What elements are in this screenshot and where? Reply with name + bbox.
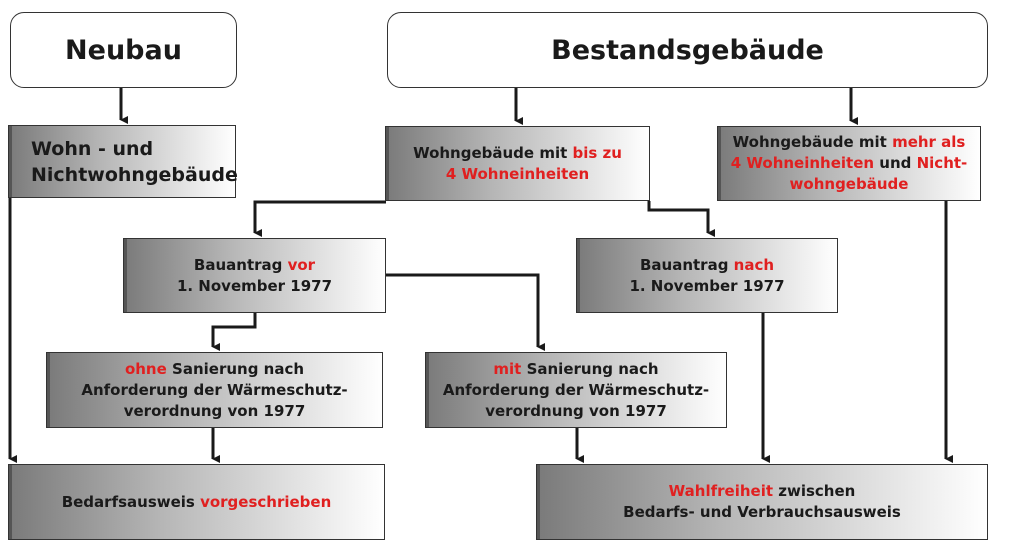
text: 1. November 1977 bbox=[176, 276, 333, 295]
highlight: 4 Wohneinheiten bbox=[445, 164, 590, 183]
arrow-vor-to-ohne bbox=[211, 313, 257, 351]
text: zwischen bbox=[773, 482, 856, 500]
text: Anforderung der Wärmeschutz- bbox=[442, 380, 710, 399]
text: Wohngebäude mit bbox=[732, 133, 893, 151]
box-mit-sanierung: mit Sanierung nach Anforderung der Wärme… bbox=[425, 352, 727, 428]
box-bedarfsausweis-vorgeschrieben: Bedarfsausweis vorgeschrieben bbox=[8, 464, 385, 540]
box-wohn-nichtwohngebaeude: Wohn - und Nichtwohngebäude bbox=[8, 125, 238, 198]
highlight: nach bbox=[733, 255, 775, 274]
highlight: Nicht- bbox=[916, 154, 968, 172]
highlight: vorgeschrieben bbox=[200, 492, 332, 511]
box-wahlfreiheit: Wahlfreiheit zwischen Bedarfs- und Verbr… bbox=[536, 464, 988, 540]
box-bis-4-wohneinheiten: Wohngebäude mit bis zu 4 Wohneinheiten bbox=[385, 126, 650, 201]
highlight: 4 Wohneinheiten bbox=[730, 154, 875, 172]
bestand-label: Bestandsgebäude bbox=[551, 34, 824, 66]
text: verordnung von 1977 bbox=[485, 401, 667, 420]
text: und bbox=[874, 154, 917, 172]
text: 1. November 1977 bbox=[629, 276, 785, 295]
text: verordnung von 1977 bbox=[123, 401, 306, 420]
highlight: mehr als bbox=[892, 133, 966, 151]
neubau-label: Neubau bbox=[65, 34, 182, 66]
header-bestandsgebaeude: Bestandsgebäude bbox=[387, 12, 988, 88]
arrow-bis4-to-vor bbox=[253, 200, 386, 237]
highlight: Wahlfreiheit bbox=[668, 482, 774, 500]
header-neubau: Neubau bbox=[10, 12, 237, 88]
text: Sanierung nach bbox=[521, 359, 659, 378]
arrow-bis4-to-nach bbox=[647, 201, 715, 237]
box-bauantrag-vor: Bauantrag vor 1. November 1977 bbox=[123, 238, 386, 313]
text: Wohngebäude mit bbox=[413, 143, 573, 162]
box-ohne-sanierung: ohne Sanierung nach Anforderung der Wärm… bbox=[46, 352, 383, 428]
text: Anforderung der Wärmeschutz- bbox=[81, 380, 348, 399]
highlight: mit bbox=[493, 359, 522, 378]
text: Bedarfs- und Verbrauchsausweis bbox=[623, 503, 901, 521]
highlight: vor bbox=[287, 255, 316, 274]
box-mehr-als-4-wohneinheiten: Wohngebäude mit mehr als 4 Wohneinheiten… bbox=[717, 126, 981, 201]
box-bauantrag-nach: Bauantrag nach 1. November 1977 bbox=[576, 238, 838, 313]
line: Wohn - und bbox=[31, 137, 154, 160]
text: Bauantrag bbox=[193, 255, 288, 274]
highlight: ohne bbox=[124, 359, 167, 378]
arrow-vor-to-mit bbox=[386, 273, 545, 351]
highlight: bis zu bbox=[572, 143, 622, 162]
highlight: wohngebäude bbox=[789, 175, 909, 193]
line: Nichtwohngebäude bbox=[31, 163, 238, 186]
text: Bedarfsausweis bbox=[61, 492, 201, 511]
text: Sanierung nach bbox=[166, 359, 305, 378]
text: Bauantrag bbox=[639, 255, 734, 274]
